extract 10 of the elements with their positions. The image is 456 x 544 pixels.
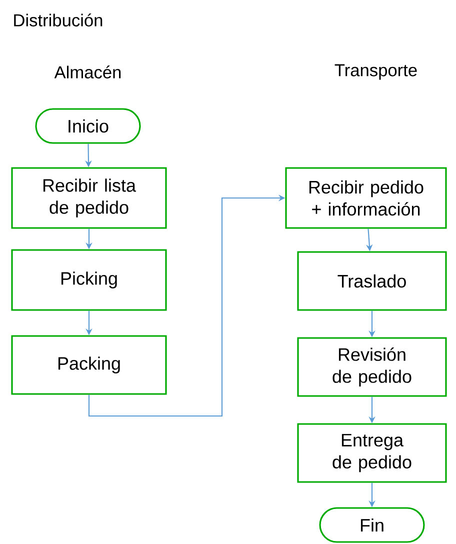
column-heading: Almacén (54, 66, 121, 78)
column-heading: Transporte (334, 64, 417, 80)
title: Distribución (14, 14, 102, 26)
process-box: Traslado (297, 251, 447, 311)
process-box: Recibir lista de pedido (11, 167, 167, 229)
process-box: Revisión de pedido (297, 337, 447, 397)
process-box: Entrega de pedido (297, 423, 447, 483)
process-box: Packing (11, 335, 167, 395)
process-box: Recibir pedido + información (285, 167, 447, 229)
process-box: Picking (11, 249, 167, 311)
